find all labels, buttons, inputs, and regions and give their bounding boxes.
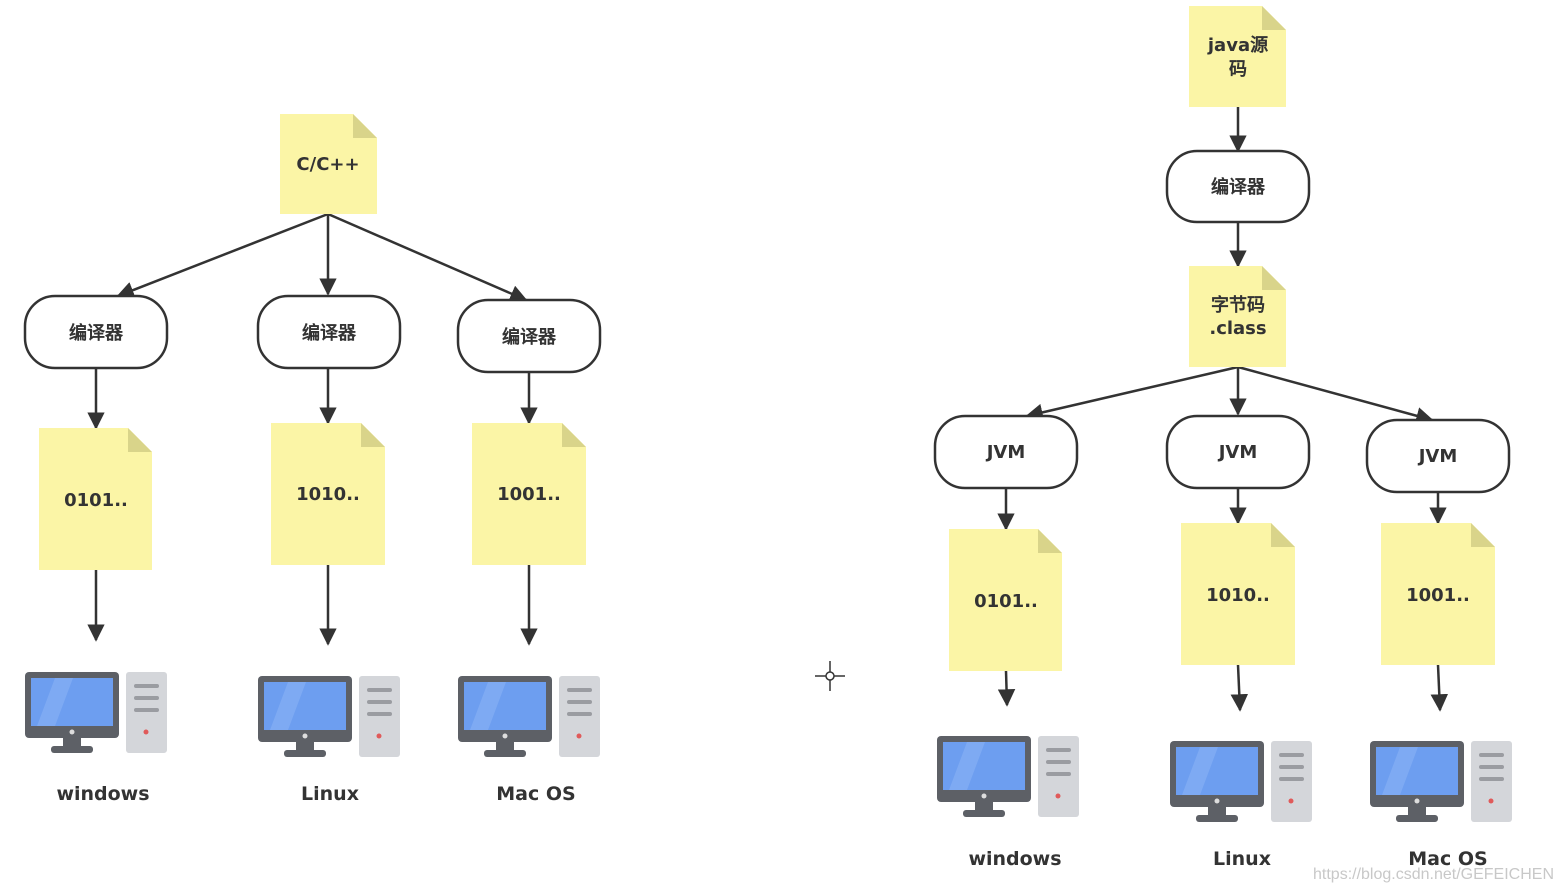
os-label-windows: windows: [56, 783, 150, 805]
left-compiler-3-label: 编译器: [502, 326, 557, 348]
left-compiler-1-label: 编译器: [69, 322, 124, 344]
jvm-2: JVM: [1165, 414, 1311, 490]
right-binary-1: 0101..: [949, 529, 1062, 671]
left-source-label: C/C++: [296, 154, 359, 175]
bytecode-note: 字节码 .class: [1189, 266, 1286, 367]
edge-source-to-compiler-3: [327, 212, 528, 302]
left-binary-2: 1010..: [271, 423, 385, 565]
crosshair-cursor-icon: [815, 661, 845, 691]
java-compiler: 编译器: [1165, 149, 1311, 224]
left-binary-1: 0101..: [39, 428, 152, 570]
left-compiler-1: 编译器: [23, 294, 169, 370]
right-edges: [997, 107, 1449, 712]
computer-icon: [458, 676, 600, 757]
right-binary-3-label: 1001..: [1406, 585, 1470, 606]
edge-binary-to-os-r2: [1230, 664, 1249, 712]
computer-icon: [937, 736, 1079, 817]
bytecode-line-2: .class: [1209, 318, 1266, 339]
java-source-line-1: java源: [1207, 34, 1268, 56]
edge-binary-to-os-r1: [997, 670, 1016, 707]
left-compiler-2-label: 编译器: [302, 322, 357, 344]
edge-bytecode-to-jvm-1: [1025, 365, 1239, 421]
jvm-1-label: JVM: [985, 442, 1026, 463]
left-binary-3-label: 1001..: [497, 484, 561, 505]
java-source-line-2: 码: [1229, 59, 1247, 80]
left-binary-3: 1001..: [472, 423, 586, 565]
jvm-3-label: JVM: [1417, 446, 1458, 467]
os-label-macos-right: Mac OS: [1408, 848, 1488, 870]
left-source-note: C/C++: [280, 114, 377, 214]
left-binary-2-label: 1010..: [296, 484, 360, 505]
jvm-1: JVM: [933, 414, 1079, 490]
os-label-linux: Linux: [301, 783, 359, 805]
right-binary-3: 1001..: [1381, 523, 1495, 665]
edge-source-to-compiler-1: [116, 212, 329, 299]
right-binary-2-label: 1010..: [1206, 585, 1270, 606]
java-compiler-label: 编译器: [1211, 176, 1266, 198]
computer-icon: [1370, 741, 1512, 822]
os-label-windows-right: windows: [968, 848, 1062, 870]
left-compiler-3: 编译器: [456, 298, 602, 374]
right-binary-1-label: 0101..: [974, 591, 1038, 612]
computer-icon: [25, 672, 167, 753]
os-label-linux-right: Linux: [1213, 848, 1271, 870]
computer-icon: [258, 676, 400, 757]
left-edges: [87, 212, 538, 646]
jvm-3: JVM: [1365, 418, 1511, 494]
jvm-2-label: JVM: [1217, 442, 1258, 463]
right-binary-2: 1010..: [1181, 523, 1295, 665]
edge-bytecode-to-jvm-3: [1237, 365, 1434, 425]
bytecode-line-1: 字节码: [1211, 294, 1265, 316]
watermark: https://blog.csdn.net/GEFEICHEN: [1313, 866, 1554, 883]
java-source-note: java源 码: [1189, 6, 1286, 107]
os-label-macos: Mac OS: [496, 783, 576, 805]
edge-binary-to-os-r3: [1430, 664, 1449, 712]
left-compiler-2: 编译器: [256, 294, 402, 370]
left-binary-1-label: 0101..: [64, 490, 128, 511]
computer-icon: [1170, 741, 1312, 822]
